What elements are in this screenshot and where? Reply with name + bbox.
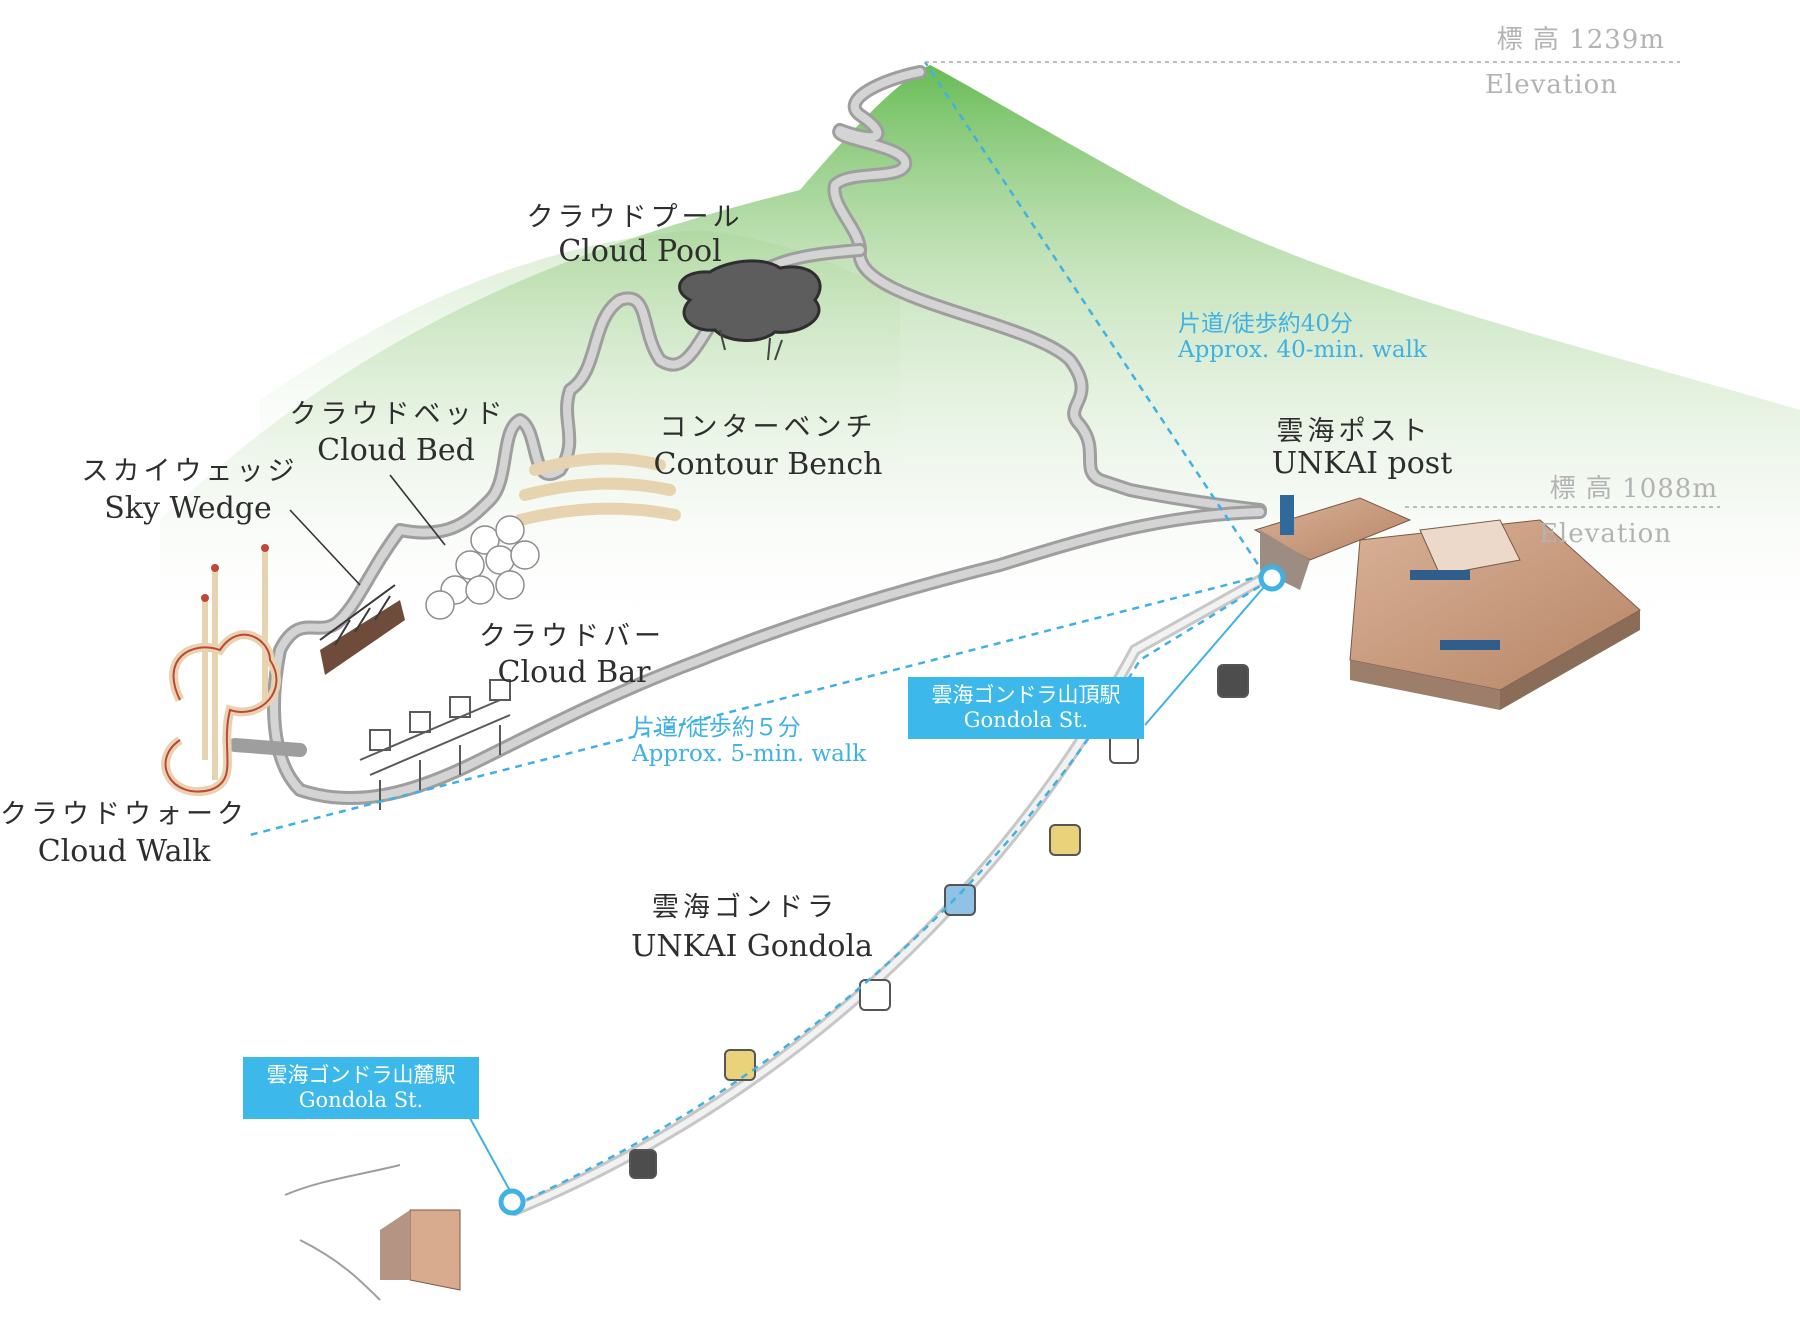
walk-labels: 片道/徒歩約40分 Approx. 40-min. walk 片道/徒歩約５分 … [631, 311, 1428, 767]
elevation-labels: 標 高 1239m Elevation 標 高 1088m Elevation [1485, 25, 1718, 549]
gondola-cabin-blue [944, 884, 976, 916]
cloud-pool-structure[interactable] [678, 259, 822, 361]
unkai-gondola-label-en: UNKAI Gondola [631, 929, 873, 964]
elevation-top-label: Elevation [1485, 70, 1618, 100]
unkai-gondola-label-jp: 雲海ゴンドラ [652, 892, 838, 923]
short-walk-label-en: Approx. 5-min. walk [631, 741, 867, 767]
contour-bench-label-jp: コンターベンチ [660, 412, 877, 443]
cloud-pool-label-jp: クラウドプール [527, 202, 744, 233]
trail-network [228, 65, 1267, 806]
cloud-walk-label-jp: クラウドウォーク [0, 799, 248, 830]
summit-station-name-jp: 雲海ゴンドラ山頂駅 [932, 683, 1121, 707]
cloud-bar-structure[interactable] [359, 679, 511, 810]
base-station-marker [498, 1188, 526, 1216]
gondola-cabin-dark [629, 1149, 657, 1179]
cloud-pool-label-en: Cloud Pool [558, 234, 721, 269]
gondola-cabins [629, 664, 1249, 1179]
sky-wedge-structure[interactable] [319, 584, 405, 675]
sky-wedge-label-jp: スカイウェッジ [82, 456, 299, 487]
contour-bench-structure[interactable] [514, 452, 681, 526]
base-station-name-en: Gondola St. [299, 1088, 423, 1112]
cloud-bed-label-jp: クラウドベッド [290, 399, 507, 430]
gondola-cabin-yellow-2 [1049, 824, 1081, 856]
base-station-name-jp: 雲海ゴンドラ山麓駅 [267, 1063, 456, 1087]
cloud-walk-structure[interactable] [161, 544, 281, 796]
summit-station-marker [1258, 564, 1286, 592]
cloud-bed-label-en: Cloud Bed [317, 433, 475, 468]
unkai-post-label-jp: 雲海ポスト [1277, 416, 1432, 447]
gondola-cabin-dark-2 [1217, 664, 1249, 698]
sky-wedge-label-en: Sky Wedge [104, 491, 272, 526]
elevation-top-value: 標 高 1239m [1497, 25, 1665, 55]
cloud-walk-label-en: Cloud Walk [38, 834, 211, 869]
base-station-building[interactable] [284, 1164, 461, 1301]
unkai-post-label-en: UNKAI post [1272, 446, 1453, 481]
place-labels: クラウドプール Cloud Pool クラウドベッド Cloud Bed コンタ… [0, 202, 1452, 964]
gondola-cabin-white [859, 979, 891, 1011]
base-station-box[interactable]: 雲海ゴンドラ山麓駅 Gondola St. [243, 1057, 479, 1119]
cloud-bar-label-en: Cloud Bar [498, 655, 652, 690]
contour-bench-label-en: Contour Bench [654, 447, 883, 482]
summit-walk-label-jp: 片道/徒歩約40分 [1178, 311, 1353, 337]
summit-walk-label-en: Approx. 40-min. walk [1177, 337, 1428, 363]
summit-station-box[interactable]: 雲海ゴンドラ山頂駅 Gondola St. [908, 677, 1144, 739]
cloud-bar-label-jp: クラウドバー [479, 621, 665, 652]
gondola-cabin-white-2 [1109, 734, 1139, 764]
cloud-bed-structure[interactable] [425, 515, 540, 620]
short-walk-label-jp: 片道/徒歩約５分 [632, 715, 801, 741]
summit-station-building[interactable] [1253, 495, 1641, 710]
elevation-post-value: 標 高 1088m [1550, 474, 1718, 504]
summit-station-name-en: Gondola St. [964, 708, 1088, 732]
elevation-post-label: Elevation [1539, 519, 1672, 549]
leader-lines [289, 474, 446, 586]
gondola-cabin-yellow [724, 1049, 756, 1081]
